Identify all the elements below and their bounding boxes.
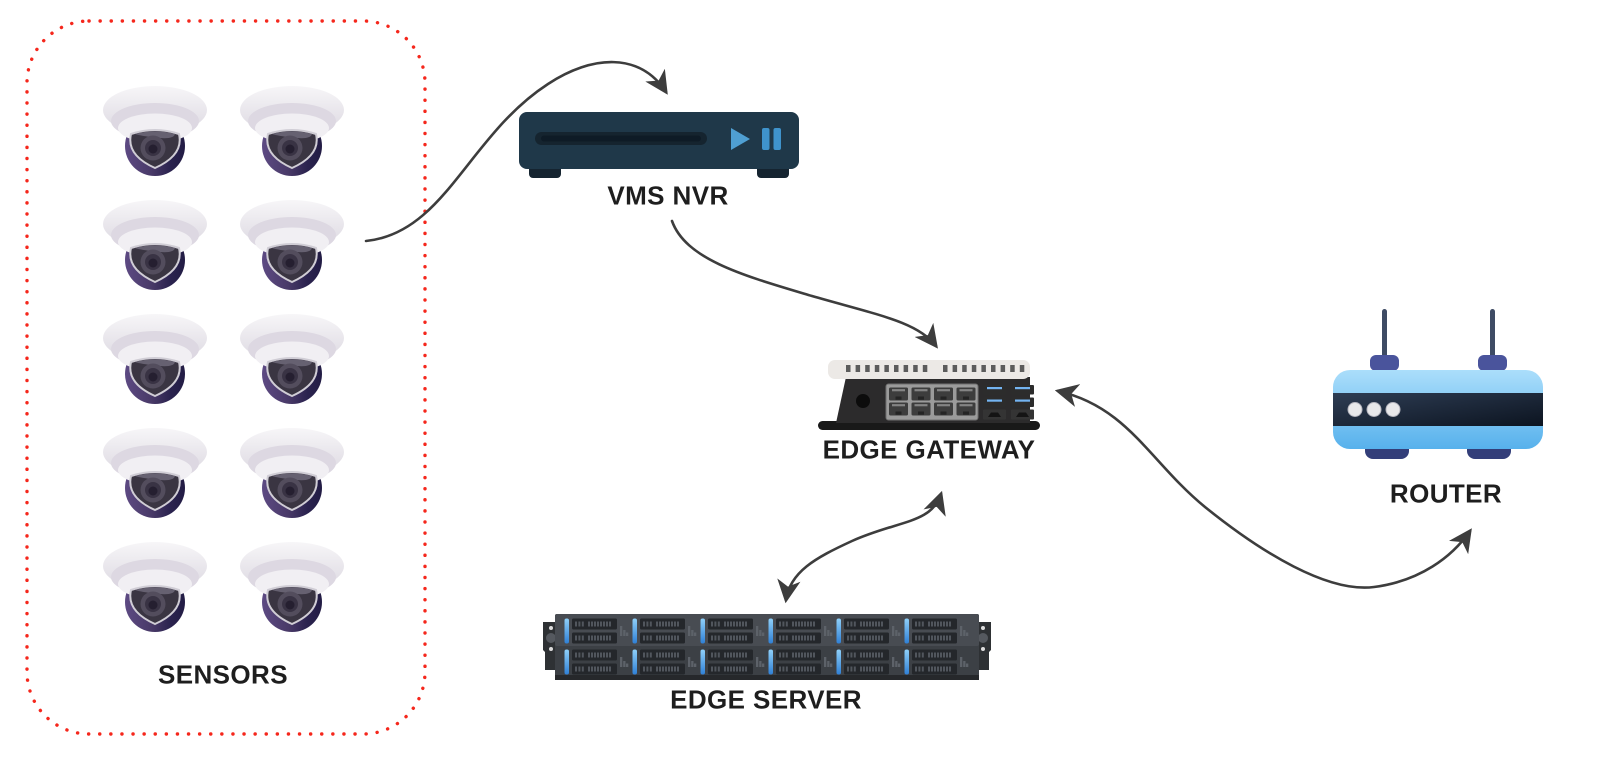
camera-icon — [100, 427, 210, 527]
router-leds — [1347, 402, 1401, 417]
play-icon — [731, 128, 750, 150]
arrow-gateway-server — [777, 490, 946, 604]
antenna — [1478, 309, 1507, 371]
camera-icon — [237, 541, 347, 641]
rack-ear — [543, 622, 557, 670]
arrow-sensors-to-nvr — [364, 60, 668, 243]
camera-icon — [237, 85, 347, 185]
vms-nvr-icon — [519, 112, 799, 178]
router-label: ROUTER — [1389, 478, 1503, 509]
camera-icon — [100, 85, 210, 185]
edge-server-icon — [543, 614, 991, 680]
edge-gateway-icon — [818, 360, 1040, 430]
camera-icon — [100, 313, 210, 413]
camera-icon — [237, 427, 347, 527]
camera-icon — [237, 199, 347, 299]
arrow-nvr-to-gateway — [670, 219, 938, 349]
camera-icon — [100, 199, 210, 299]
sensors-boundary — [25, 19, 427, 736]
vms-nvr-label: VMS NVR — [607, 180, 729, 211]
edge-gateway-label: EDGE GATEWAY — [822, 434, 1036, 465]
camera-icon — [237, 313, 347, 413]
arrow-router-gateway — [1054, 384, 1472, 589]
router-icon — [1333, 309, 1543, 459]
camera-icon — [100, 541, 210, 641]
usb-ports — [983, 385, 1034, 420]
power-button — [856, 394, 870, 408]
sensors-label: SENSORS — [158, 659, 288, 690]
edge-server-label: EDGE SERVER — [670, 684, 862, 715]
pause-icon — [762, 128, 781, 150]
antenna — [1370, 309, 1399, 371]
ethernet-port-panel — [885, 383, 979, 421]
rack-ear — [977, 622, 991, 670]
